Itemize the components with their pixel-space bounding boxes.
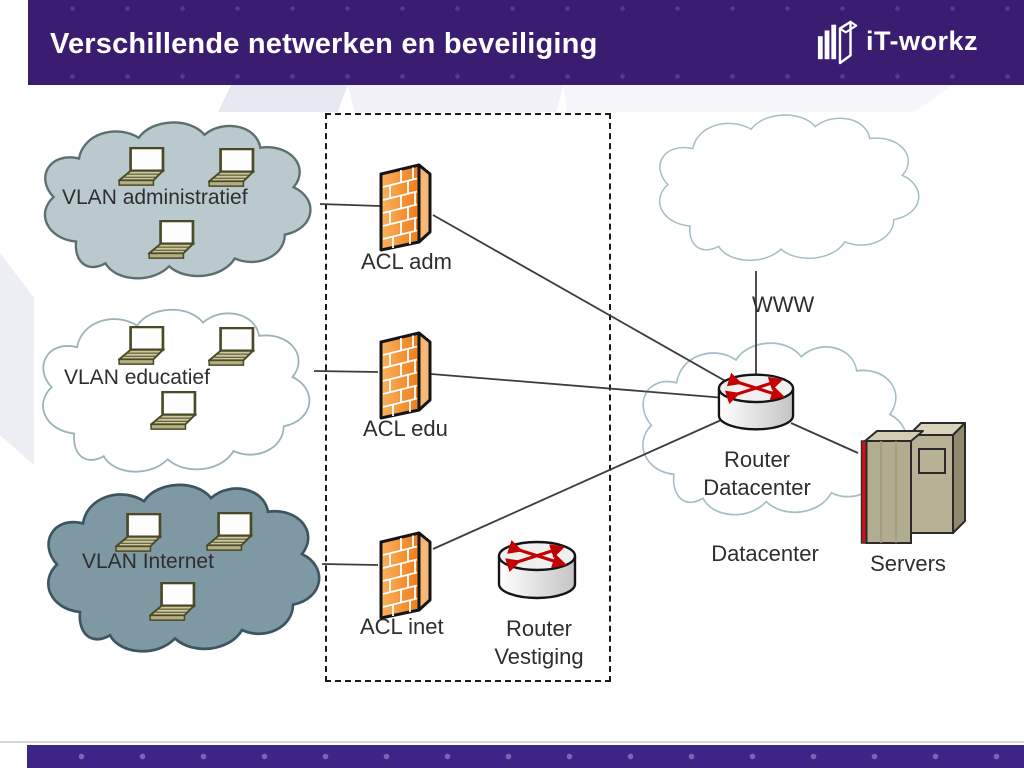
- cloud-datacenter: [628, 336, 920, 532]
- watermark-shape: [348, 85, 563, 112]
- label-router-datacenter-line1: Router: [723, 447, 791, 472]
- watermark-shape: [563, 85, 953, 112]
- label-acl-inet: ACL inet: [360, 614, 444, 639]
- acl-dashed-boundary: [325, 113, 611, 682]
- laptop-icon: [149, 582, 197, 622]
- label-vlan-administratief: VLAN administratief: [62, 186, 248, 209]
- label-router-datacenter-line2: Datacenter: [703, 475, 811, 500]
- label-router-vestiging-line2: Vestiging: [494, 644, 584, 669]
- laptop-icon: [206, 512, 254, 552]
- laptop-icon: [148, 220, 196, 260]
- label-servers: Servers: [870, 551, 946, 576]
- watermark-shape: [218, 85, 348, 112]
- laptop-icon: [208, 327, 256, 367]
- header-bar: Verschillende netwerken en beveiliging i…: [28, 0, 1024, 85]
- firewall-icon-acl-edu: [377, 328, 435, 420]
- logo-text: iT-workz: [865, 25, 978, 56]
- content-bottom-edge: [0, 741, 1024, 743]
- laptop-icon: [208, 148, 256, 188]
- footer-bar: [27, 745, 1024, 768]
- laptop-icon: [118, 147, 166, 187]
- itworkz-logo-icon: [816, 14, 862, 68]
- firewall-icon-acl-inet: [377, 528, 435, 620]
- firewall-icon-acl-adm: [377, 160, 435, 252]
- logo: iT-workz: [816, 14, 978, 68]
- label-acl-edu: ACL edu: [363, 416, 448, 441]
- cloud-www: [645, 109, 932, 275]
- router-icon-datacenter: [717, 368, 795, 438]
- label-router-vestiging-line1: Router: [505, 616, 573, 641]
- laptop-icon: [115, 513, 163, 553]
- label-router-datacenter: Router Datacenter: [697, 446, 817, 502]
- page-title: Verschillende netwerken en beveiliging: [50, 28, 598, 60]
- label-vlan-educatief: VLAN educatief: [64, 366, 210, 389]
- label-www: WWW: [752, 292, 815, 317]
- router-icon-vestiging: [497, 538, 577, 604]
- servers-icon: [853, 411, 971, 547]
- label-vlan-internet: VLAN Internet: [82, 550, 214, 573]
- laptop-icon: [150, 391, 198, 431]
- label-router-vestiging: Router Vestiging: [489, 615, 589, 671]
- label-acl-adm: ACL adm: [361, 249, 452, 274]
- laptop-icon: [118, 326, 166, 366]
- label-datacenter: Datacenter: [711, 541, 819, 566]
